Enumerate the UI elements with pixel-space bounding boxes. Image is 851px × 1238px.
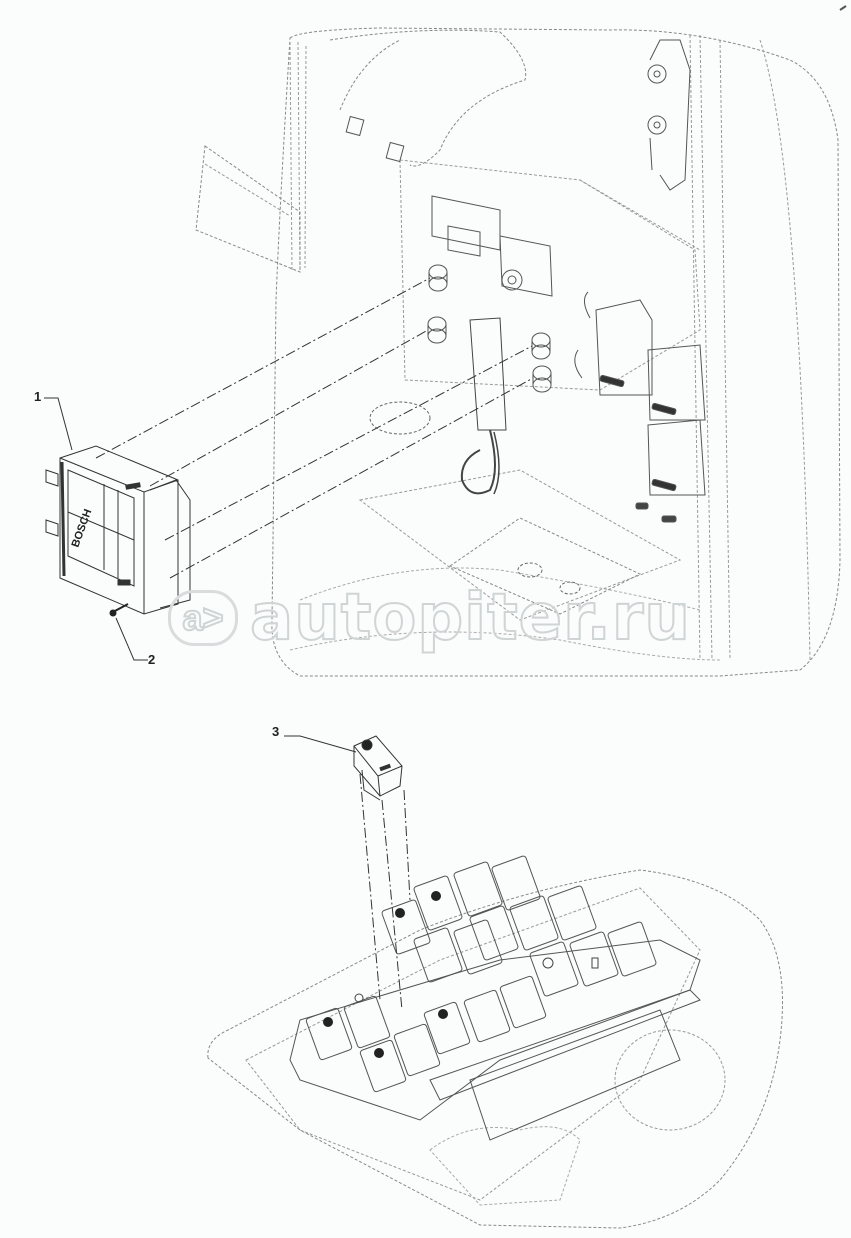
connector-bracket (431, 195, 553, 297)
hinge-assembly (647, 39, 691, 191)
mounting-studs (427, 264, 552, 393)
relay-block (574, 291, 706, 523)
screw (109, 603, 129, 617)
callout-3: 3 (272, 724, 280, 739)
cab-panel-assembly (195, 27, 841, 677)
fender-clips (345, 115, 405, 163)
callout-2: 2 (148, 652, 156, 667)
switch-outline-symbols (354, 957, 599, 1003)
switch-symbols (323, 891, 448, 1058)
switch-projection-lines (359, 773, 411, 1011)
leader-lines (44, 397, 357, 753)
projection-lines (95, 277, 534, 579)
bosch-module (45, 445, 191, 615)
rocker-switch-part3 (353, 735, 403, 801)
switch-panel (289, 939, 701, 1141)
callout-1: 1 (34, 389, 42, 404)
wire-harness (460, 317, 507, 495)
console-assembly (207, 869, 783, 1229)
rocker-switch-array (305, 855, 657, 1093)
corner-mark (839, 5, 847, 11)
